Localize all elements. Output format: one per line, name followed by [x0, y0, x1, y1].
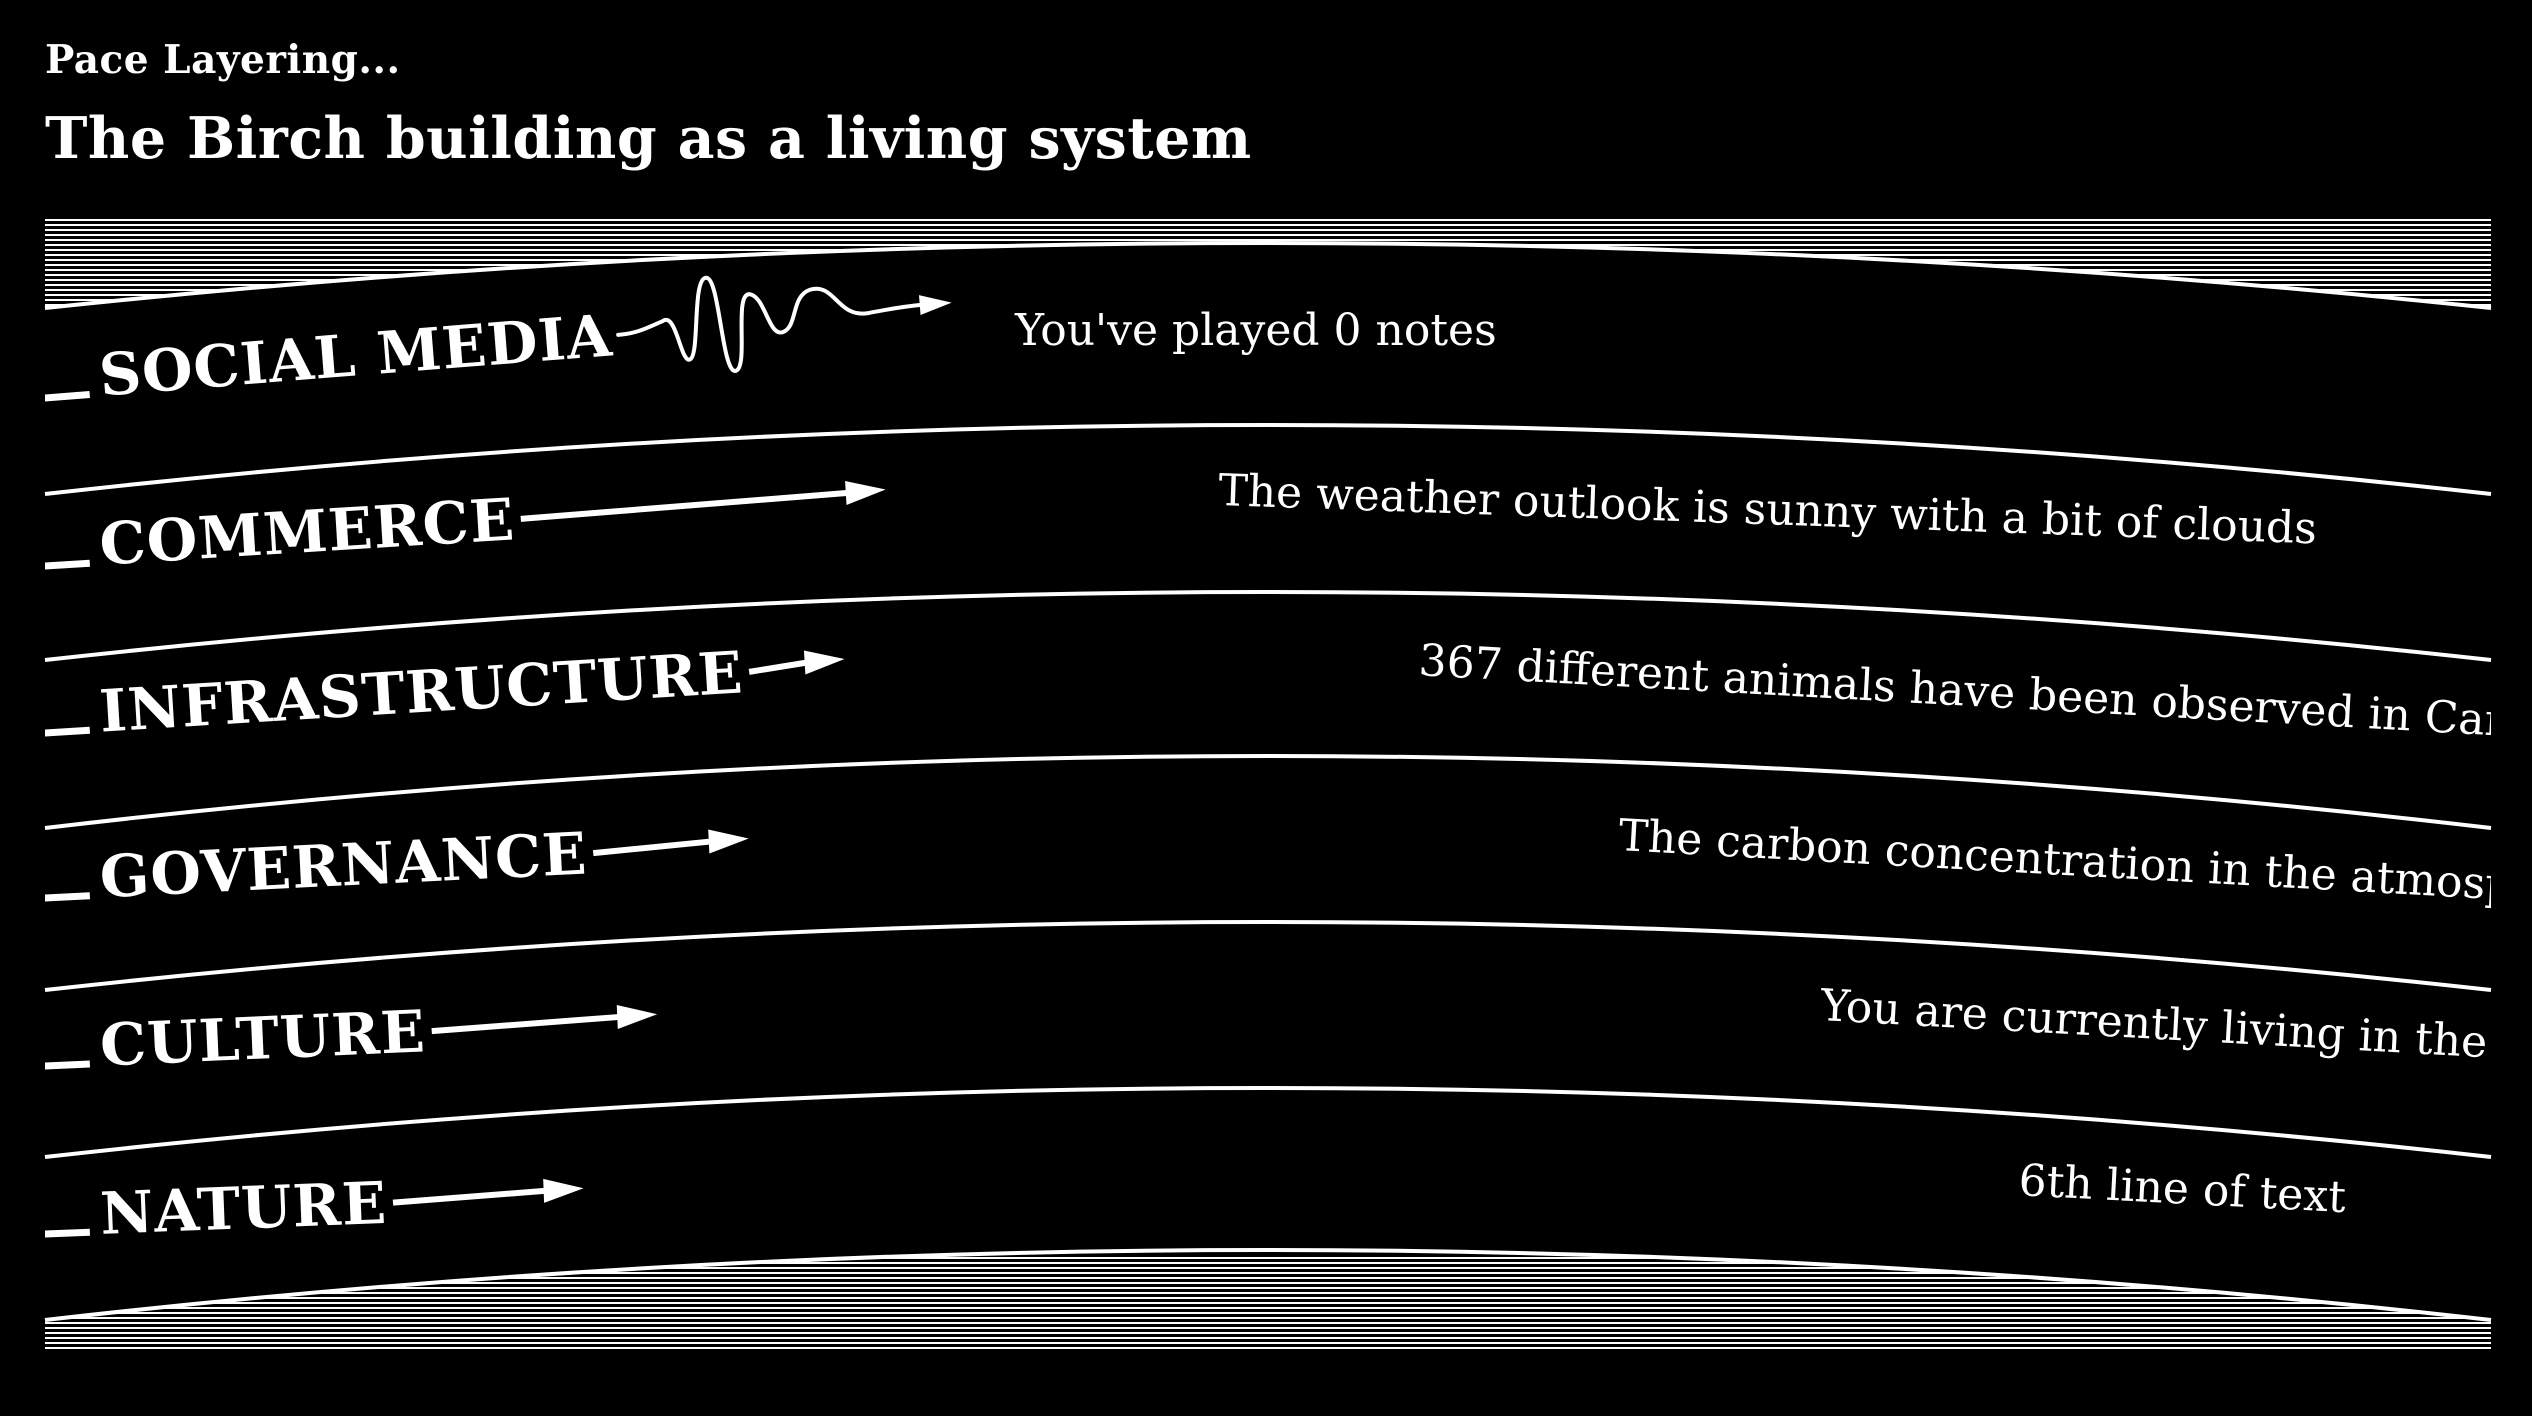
arrowhead-icon — [918, 295, 952, 316]
layer-message: The weather outlook is sunny with a bit … — [1218, 465, 2318, 554]
layer-message: 6th line of text — [2017, 1155, 2347, 1223]
arrow-shaft — [431, 1013, 622, 1035]
arrow-shaft — [392, 1187, 548, 1206]
layer-message: You are currently living in the H — [1818, 980, 2532, 1071]
layer-dash — [45, 726, 91, 737]
arrowhead-icon — [845, 480, 886, 505]
arrowhead-icon — [616, 1005, 658, 1029]
arrow-shaft — [592, 838, 714, 857]
layer-row: GOVERNANCE — [45, 819, 749, 911]
layer-row: NATURE — [45, 1169, 584, 1248]
layer-divider — [44, 754, 2492, 830]
layer-dash — [45, 1060, 91, 1070]
layer-dash — [45, 892, 91, 902]
arrow-shaft — [748, 659, 810, 675]
layer-divider — [44, 920, 2492, 992]
layer-dash — [45, 390, 90, 402]
layer-label: SOCIAL MEDIA — [97, 301, 615, 409]
squiggle-arrow-icon — [616, 275, 924, 373]
layer-message: You've played 0 notes — [1014, 305, 1497, 356]
arrowhead-icon — [803, 650, 845, 675]
bottom-hatch-band — [44, 1248, 2492, 1349]
layer-label: GOVERNANCE — [98, 819, 589, 911]
layer-dash — [45, 559, 91, 570]
layer-label: INFRASTRUCTURE — [98, 638, 746, 745]
layer-divider — [44, 590, 2492, 662]
layer-label: NATURE — [99, 1169, 388, 1248]
page-title: The Birch building as a living system — [45, 105, 1252, 172]
top-hatch-band — [44, 219, 2492, 310]
layer-dash — [45, 1228, 91, 1238]
layer-row: CULTURE — [45, 997, 658, 1080]
layer-label: COMMERCE — [98, 485, 517, 578]
layer-message: The carbon concentration in the atmosph — [1617, 810, 2532, 913]
layer-divider — [44, 423, 2492, 496]
arrowhead-icon — [708, 829, 749, 854]
arrow-shaft — [520, 489, 851, 522]
layer-label: CULTURE — [99, 997, 428, 1079]
layer-row: INFRASTRUCTURE — [45, 638, 845, 746]
arrowhead-icon — [543, 1178, 584, 1203]
page-eyebrow: Pace Layering... — [45, 37, 401, 83]
layer-dividers — [44, 423, 2492, 1159]
layer-divider — [44, 1086, 2492, 1159]
layer-message: 367 different animals have been observed… — [1417, 635, 2532, 751]
layer-row: SOCIAL MEDIA — [45, 275, 952, 410]
